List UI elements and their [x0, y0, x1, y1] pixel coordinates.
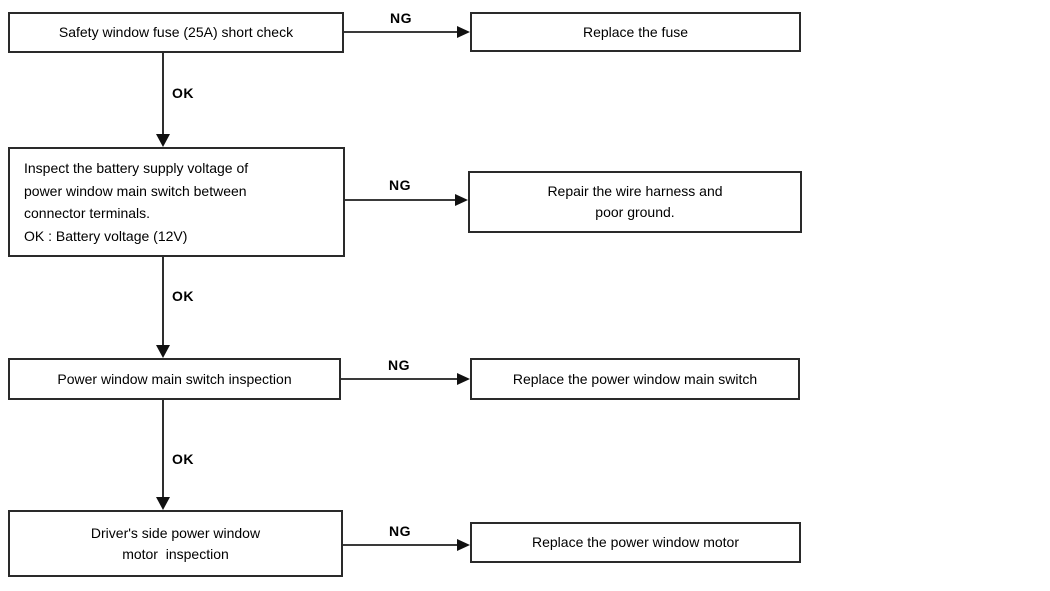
- ng-connector-line-2: [345, 199, 455, 201]
- flow-box-label: Power window main switch inspection: [57, 370, 292, 387]
- ng-connector-line-4: [343, 544, 457, 546]
- arrow-right-icon: [457, 373, 470, 385]
- flow-box-label: Replace the power window main switch: [512, 370, 758, 387]
- flow-box-action-repair-harness: Repair the wire harness and poor ground.: [468, 171, 802, 233]
- flow-box-step-motor-inspection: Driver's side power window motor inspect…: [8, 510, 343, 577]
- flow-box-label: Replace the power window motor: [532, 534, 739, 550]
- ok-connector-line-3: [162, 400, 164, 497]
- ok-edge-label-2: OK: [172, 288, 194, 304]
- flow-box-action-replace-motor: Replace the power window motor: [470, 522, 801, 563]
- ng-edge-label-2: NG: [389, 177, 411, 193]
- ng-edge-label-4: NG: [389, 523, 411, 539]
- ok-connector-line-2: [162, 257, 164, 346]
- arrow-down-icon: [156, 497, 170, 510]
- ng-connector-line-3: [341, 378, 457, 380]
- flow-box-label: Inspect the battery supply voltage of po…: [24, 160, 249, 244]
- flow-box-label: Safety window fuse (25A) short check: [58, 24, 294, 40]
- ng-edge-label-1: NG: [390, 10, 412, 26]
- ok-edge-label-1: OK: [172, 85, 194, 101]
- ok-connector-line-1: [162, 53, 164, 136]
- flow-box-action-replace-main-switch: Replace the power window main switch: [470, 358, 800, 400]
- ng-connector-line-1: [344, 31, 458, 33]
- flow-box-label: Repair the wire harness and poor ground.: [547, 183, 723, 220]
- flow-box-step-fuse-check: Safety window fuse (25A) short check: [8, 12, 344, 53]
- arrow-right-icon: [457, 539, 470, 551]
- arrow-right-icon: [455, 194, 468, 206]
- flow-box-label: Driver's side power window motor inspect…: [90, 524, 261, 562]
- arrow-right-icon: [457, 26, 470, 38]
- arrow-down-icon: [156, 134, 170, 147]
- flow-box-step-main-switch-inspection: Power window main switch inspection: [8, 358, 341, 400]
- flow-box-action-replace-fuse: Replace the fuse: [470, 12, 801, 52]
- ng-edge-label-3: NG: [388, 357, 410, 373]
- arrow-down-icon: [156, 345, 170, 358]
- ok-edge-label-3: OK: [172, 451, 194, 467]
- flow-box-label: Replace the fuse: [582, 23, 689, 40]
- flow-box-step-battery-voltage: Inspect the battery supply voltage of po…: [8, 147, 345, 257]
